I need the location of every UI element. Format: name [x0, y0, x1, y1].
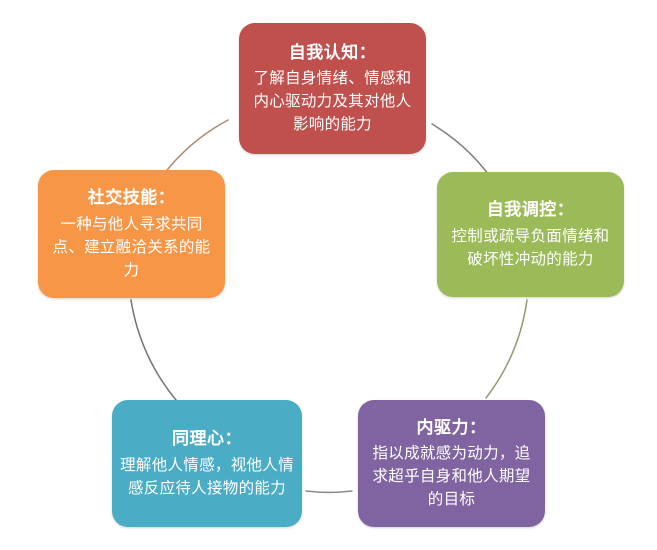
- node-empathy-body: 理解他人情感，视他人情感反应待人接物的能力: [120, 455, 294, 497]
- arc-bottom-right-to-bottom-left: [305, 490, 353, 494]
- node-self-awareness[interactable]: 自我认知： 了解自身情绪、情感和内心驱动力及其对他人影响的能力: [239, 23, 426, 154]
- arc-bottom-left-to-left: [130, 299, 177, 401]
- node-empathy[interactable]: 同理心： 理解他人情感，视他人情感反应待人接物的能力: [112, 400, 302, 527]
- arc-right-to-bottom-right: [485, 299, 528, 399]
- node-social-skills-body: 一种与他人寻求共同点、建立融洽关系的能力: [52, 214, 211, 279]
- node-self-regulation[interactable]: 自我调控： 控制或疏导负面情绪和破坏性冲动的能力: [437, 172, 624, 297]
- node-self-awareness-body: 了解自身情绪、情感和内心驱动力及其对他人影响的能力: [253, 69, 412, 134]
- node-motivation-title: 内驱力：: [416, 417, 487, 438]
- node-self-regulation-title: 自我调控：: [486, 200, 575, 221]
- node-motivation-body: 指以成就感为动力，追求超乎自身和他人期望的目标: [372, 444, 531, 509]
- node-self-awareness-title: 自我认知：: [288, 42, 377, 63]
- node-social-skills-title: 社交技能：: [87, 188, 176, 209]
- node-social-skills[interactable]: 社交技能： 一种与他人寻求共同点、建立融洽关系的能力: [38, 170, 225, 298]
- node-self-regulation-body: 控制或疏导负面情绪和破坏性冲动的能力: [451, 226, 610, 268]
- node-motivation[interactable]: 内驱力： 指以成就感为动力，追求超乎自身和他人期望的目标: [358, 400, 545, 527]
- node-empathy-title: 同理心：: [172, 429, 242, 450]
